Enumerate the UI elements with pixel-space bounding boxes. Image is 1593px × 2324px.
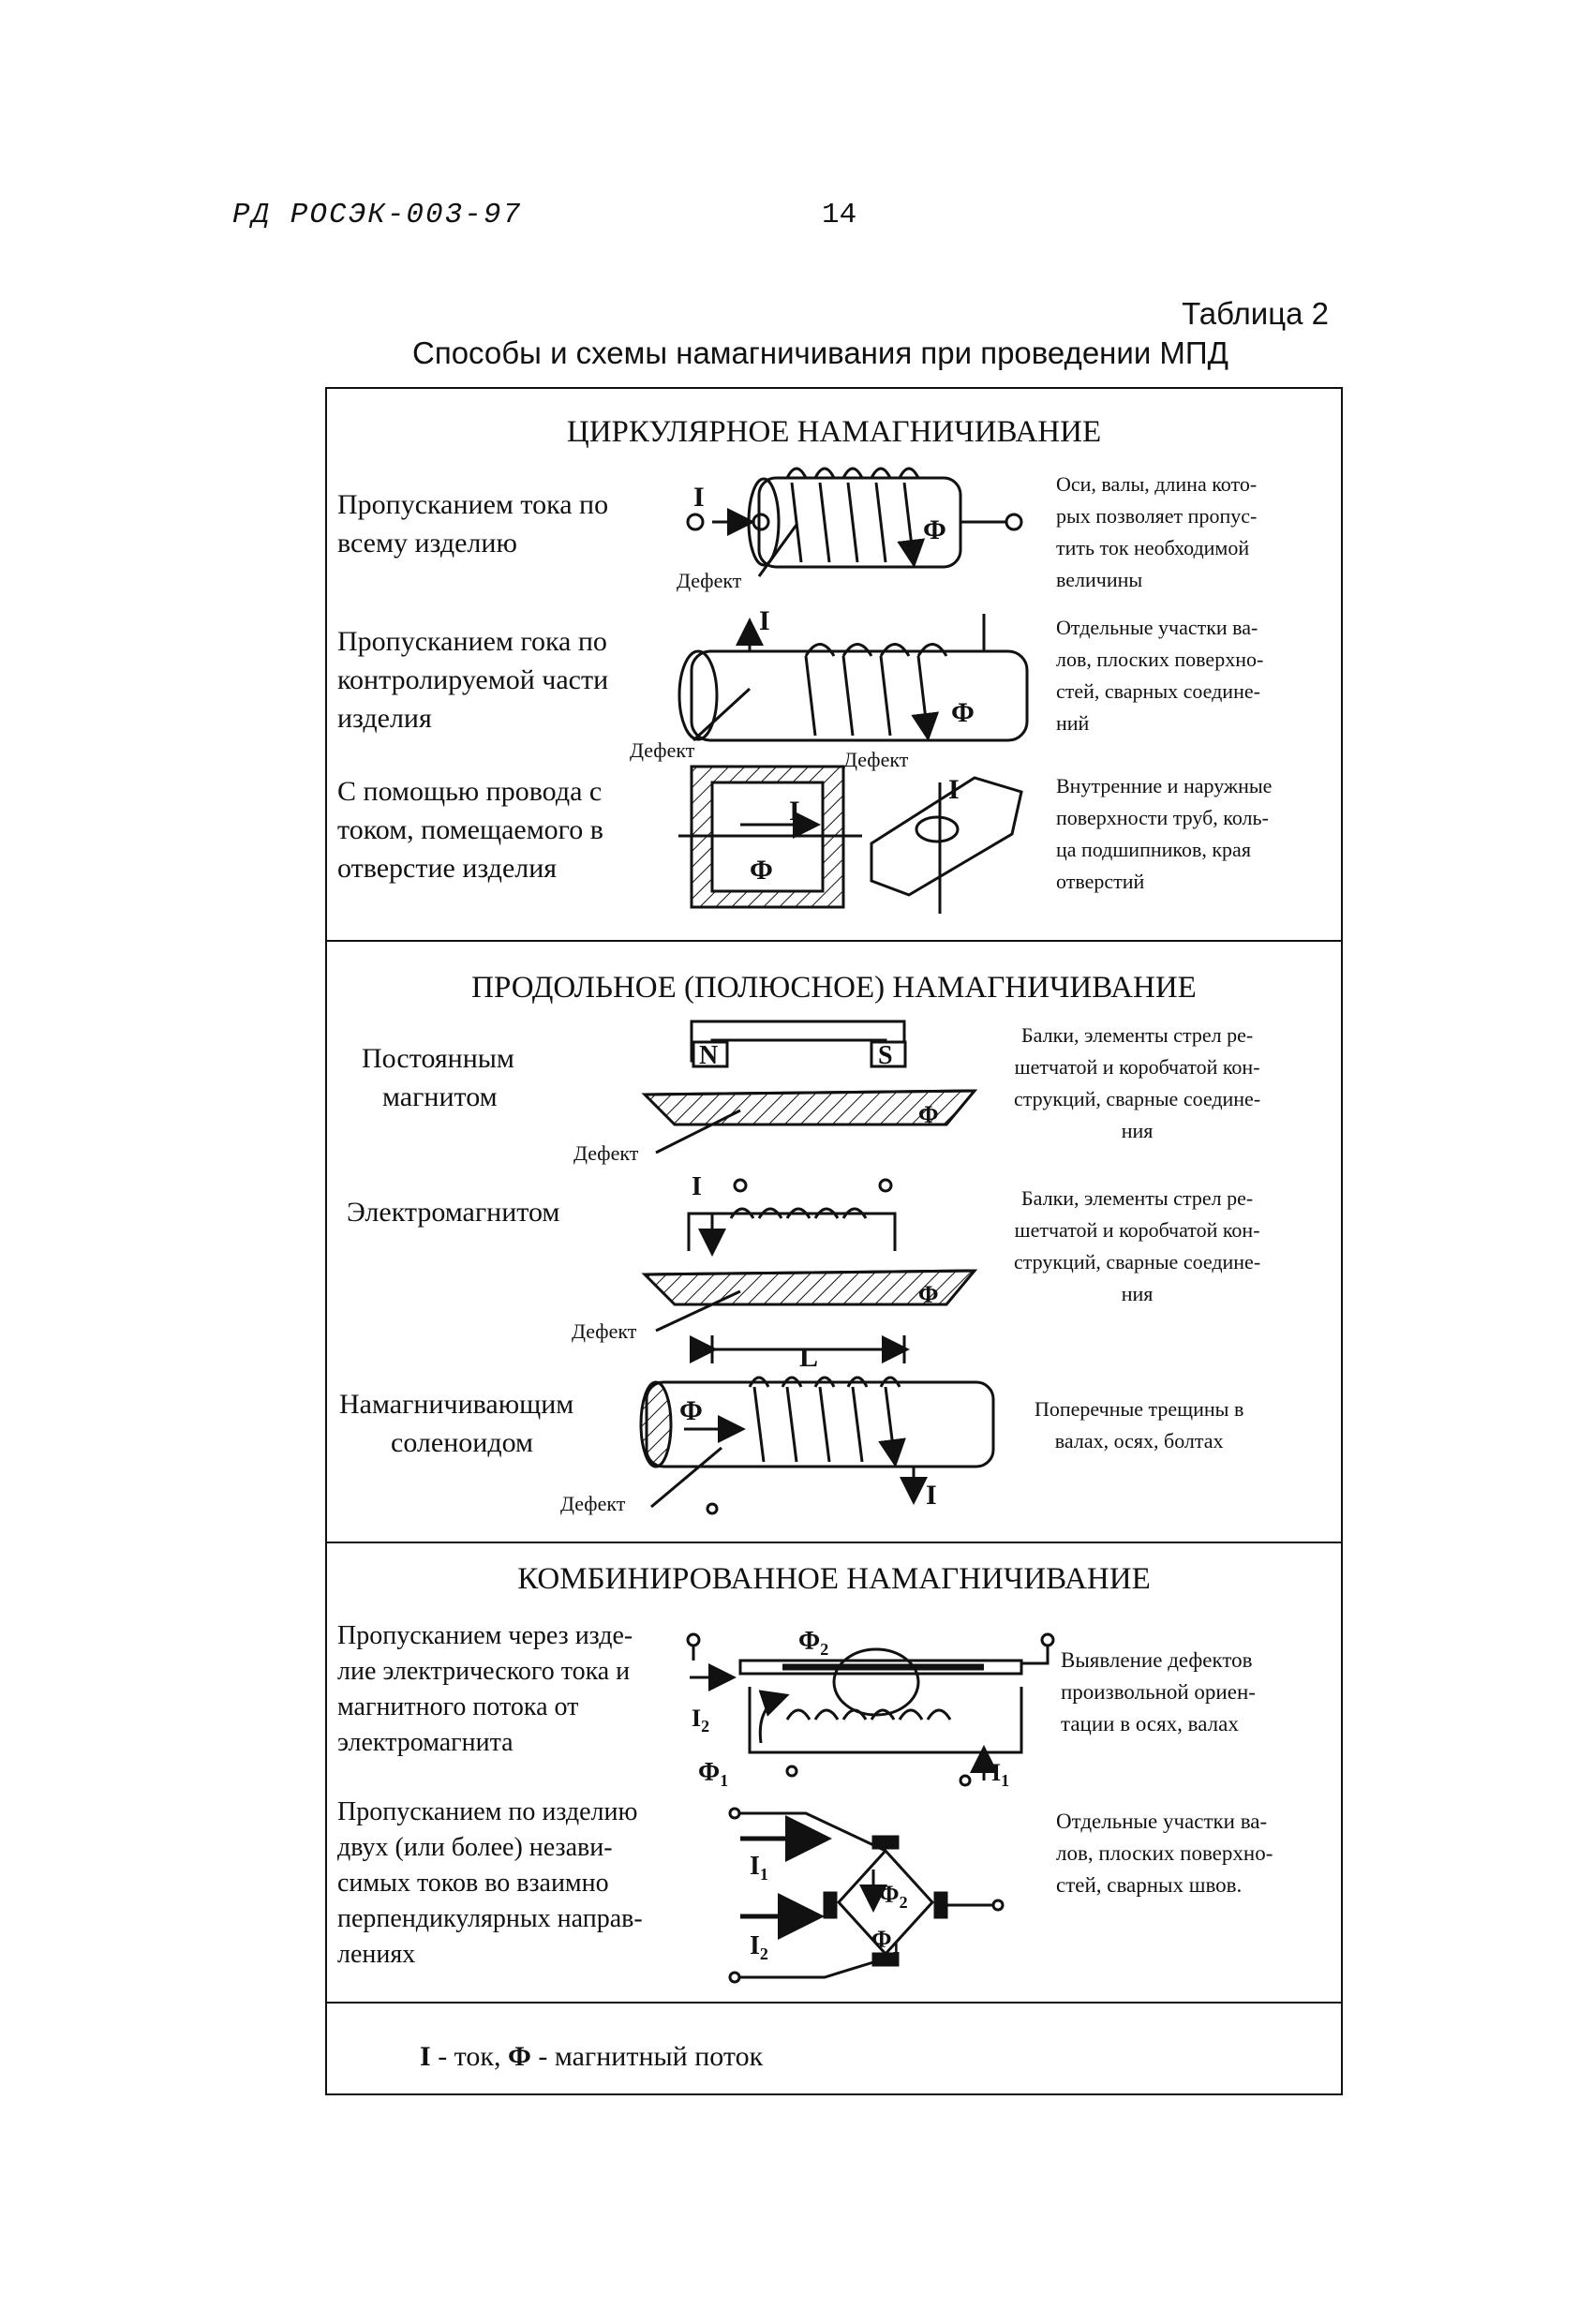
defect-label: Дефект [573, 1141, 639, 1165]
diagram-whole-part-current: I Φ Дефект [677, 467, 1023, 592]
table-frame [325, 387, 1343, 2095]
table-title: Способы и схемы намагничивания при прове… [412, 335, 1228, 370]
diagram-two-currents: I1 Φ2 Φ1 I2 [728, 1807, 1005, 1984]
flux-symbol: Φ [679, 1395, 703, 1426]
current-i2-symbol: I2 [692, 1705, 709, 1736]
flux2-symbol: Φ2 [879, 1881, 908, 1912]
application-note: Отдельные участки ва-лов, плоских поверх… [1056, 1810, 1273, 1897]
current-symbol: I [789, 796, 800, 827]
length-label: L [799, 1342, 818, 1373]
defect-label: Дефект [843, 748, 909, 771]
defect-label: Дефект [560, 1492, 626, 1515]
section-title-circular: ЦИРКУЛЯРНОЕ НАМАГНИЧИВАНИЕ [566, 415, 1102, 449]
application-note: Оси, валы, длина кото-рых позволяет проп… [1056, 472, 1258, 591]
document-id: РД РОСЭК-003-97 [232, 199, 523, 231]
flux2-symbol: Φ2 [798, 1627, 828, 1659]
flux1-symbol: Φ1 [871, 1926, 901, 1957]
diagram-partial-current: I Φ Дефект [630, 605, 1029, 762]
defect-label: Дефект [572, 1319, 637, 1343]
north-pole-label: N [699, 1041, 718, 1070]
section-title-longitudinal: ПРОДОЛЬНОЕ (ПОЛЮСНОЕ) НАМАГНИЧИВАНИЕ [471, 971, 1197, 1005]
flux1-symbol: Φ1 [698, 1758, 728, 1790]
flux-symbol: Φ [918, 1281, 939, 1308]
diagram-electromagnet: I Φ Дефект [572, 1172, 978, 1343]
current-symbol: I [926, 1480, 937, 1511]
current-symbol: I [693, 482, 705, 513]
flux-symbol: Φ [918, 1101, 939, 1128]
application-note: Балки, элементы стрел ре-шетчатой и коро… [1014, 1023, 1261, 1142]
flux-symbol: Φ [750, 855, 773, 886]
current-i1-symbol: I1 [750, 1852, 768, 1884]
defect-label: Дефект [677, 569, 742, 592]
section-divider [325, 940, 1343, 942]
current-i1-symbol: I1 [991, 1759, 1009, 1790]
application-note: Балки, элементы стрел ре-шетчатой и коро… [1014, 1186, 1261, 1305]
diagram-combined-electromagnet: Φ2 I2 Φ1 I1 [686, 1627, 1055, 1790]
diagram-wire-in-hole: I Φ I Дефект [678, 748, 1023, 914]
current-symbol: I [948, 774, 960, 805]
section-divider [325, 2002, 1343, 2004]
diagram-solenoid: L Φ I Дефект [560, 1335, 995, 1515]
table-label: Таблица 2 [1182, 296, 1329, 331]
method-label: Пропусканием через изде-лие электрическо… [337, 1621, 633, 1757]
diagram-permanent-magnet: N S Φ Дефект [573, 1020, 978, 1165]
current-symbol: I [692, 1172, 702, 1201]
section-divider [325, 1542, 1343, 1543]
south-pole-label: S [878, 1041, 893, 1070]
application-note: Отдельные участки ва-лов, плоских поверх… [1056, 616, 1264, 735]
page-number: 14 [822, 199, 857, 231]
defect-label: Дефект [630, 738, 695, 762]
current-i2-symbol: I2 [750, 1931, 768, 1963]
flux-symbol: Φ [951, 697, 975, 728]
current-symbol: I [759, 605, 770, 636]
legend: I - ток, Φ - магнитный поток [420, 2041, 764, 2072]
section-title-combined: КОМБИНИРОВАННОЕ НАМАГНИЧИВАНИЕ [517, 1562, 1151, 1596]
method-label: Электромагнитом [347, 1197, 560, 1228]
flux-symbol: Φ [923, 514, 946, 545]
